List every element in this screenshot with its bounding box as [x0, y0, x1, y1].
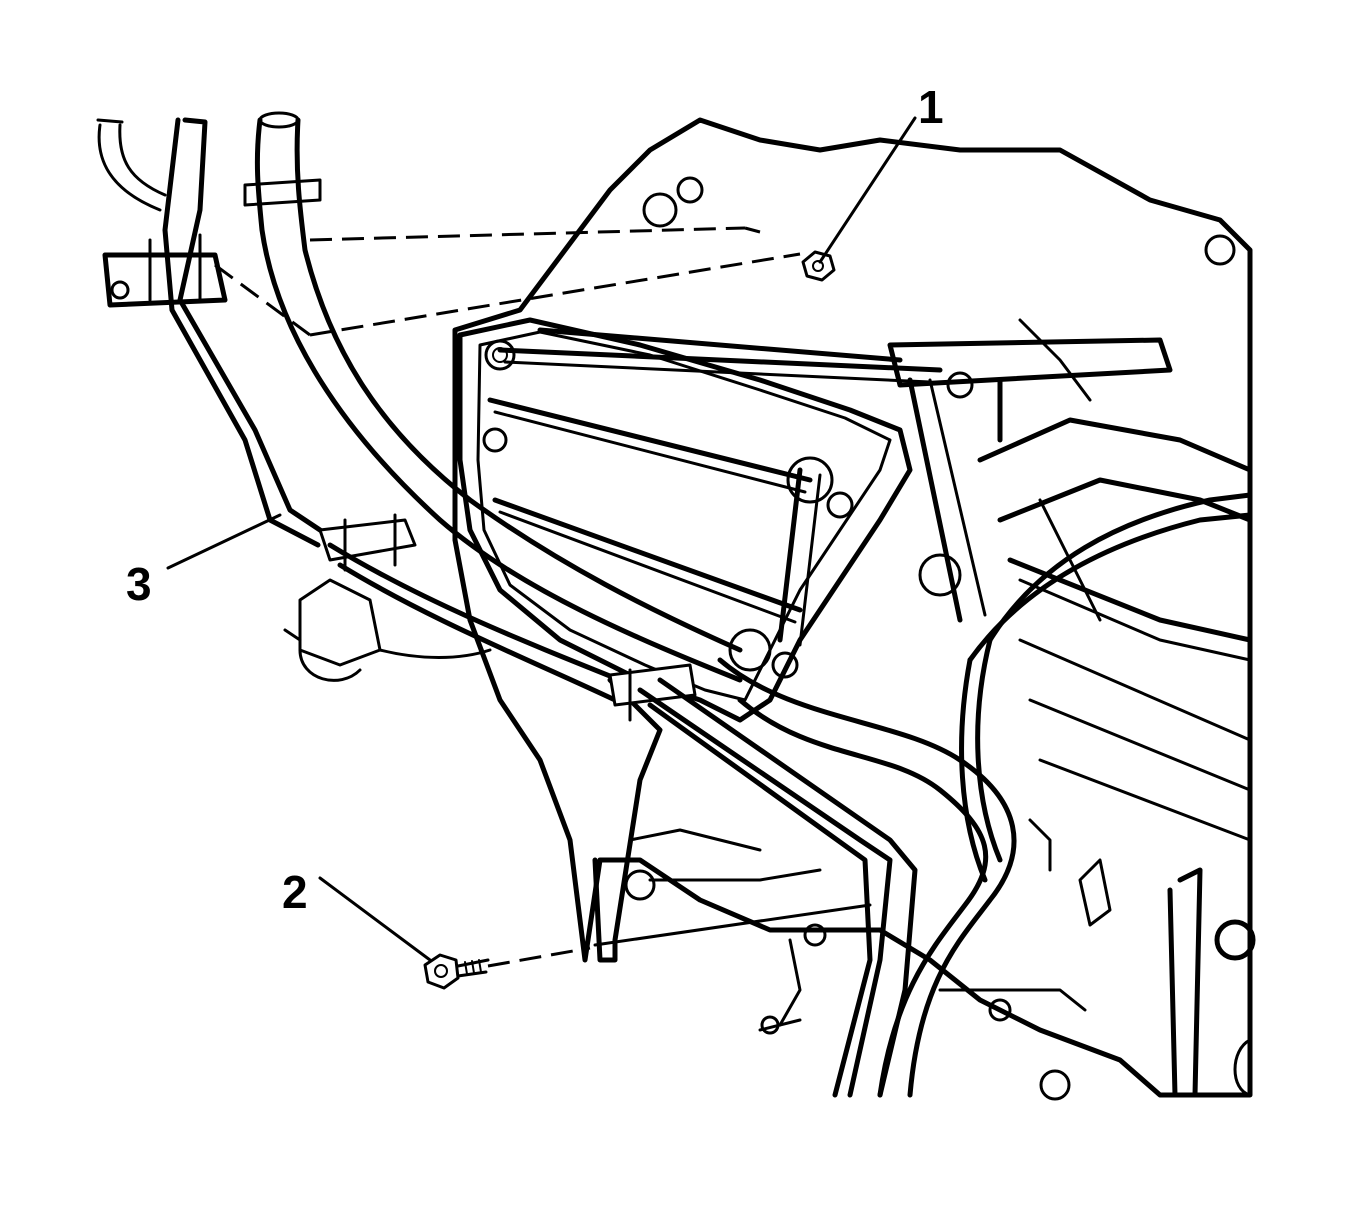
transmission-case	[452, 117, 1256, 1101]
callout-2: 2	[282, 866, 308, 918]
cooler-line-assembly	[96, 111, 1017, 1098]
leader-lines	[166, 116, 917, 962]
leader-3	[166, 513, 282, 570]
alignment-lines	[214, 226, 872, 968]
nut-1	[801, 250, 836, 282]
callout-3: 3	[126, 558, 152, 610]
bolt-2	[423, 953, 490, 990]
leader-1	[818, 116, 917, 264]
callout-1: 1	[918, 81, 944, 133]
leader-2	[318, 876, 432, 962]
